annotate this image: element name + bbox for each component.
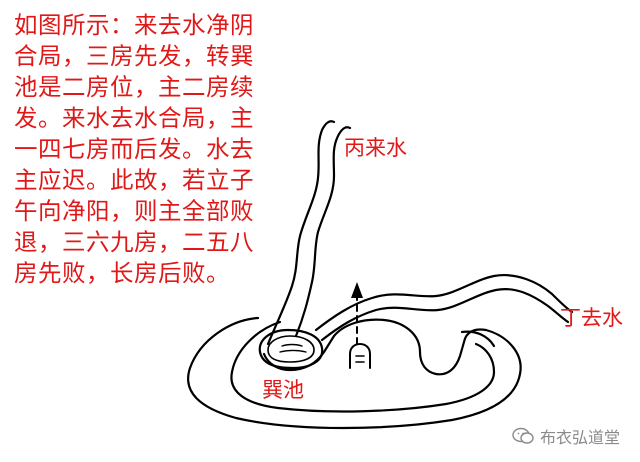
description-line: 午向净阳，则主全部败: [14, 197, 254, 225]
pool-ripple: [279, 349, 307, 353]
outgoing-stream-lower: [320, 288, 570, 342]
pool-outline: [258, 328, 324, 370]
watermark: 布衣弘道堂: [512, 424, 620, 448]
pool-ripple: [281, 343, 303, 347]
incoming-water-label: 丙来水: [344, 136, 407, 160]
right-hook: [460, 330, 496, 348]
pool-label: 巽池: [262, 378, 304, 402]
watermark-text: 布衣弘道堂: [539, 428, 620, 447]
house-marker: [349, 343, 371, 369]
description-text: 如图所示：来去水净阴 合局，三房先发，转巽 池是二房位，主二房续 发。来水去水合…: [14, 10, 314, 289]
description-line: 合局，三房先发，转巽: [14, 42, 254, 70]
incoming-stream-left: [266, 120, 336, 346]
inner-mountain-outline: [230, 320, 496, 413]
description-line: 退，三六九房，二五八: [14, 228, 254, 256]
description-line: 主应迟。此故，若立子: [14, 166, 254, 194]
pool-inner: [267, 335, 315, 363]
outer-mountain-outline: [187, 316, 522, 430]
description-line: 如图所示：来去水净阴: [14, 11, 254, 39]
description-line: 一四七房而后发。水去: [14, 135, 254, 163]
wechat-icon: [512, 427, 534, 444]
house-marker-glyph: [355, 355, 365, 363]
facing-arrowhead: [351, 282, 363, 298]
incoming-stream-right: [294, 126, 352, 338]
outgoing-stream-upper: [314, 274, 574, 332]
outgoing-water-label: 丁去水: [560, 306, 623, 330]
description-line: 房先败，长房后败。: [14, 259, 230, 287]
description-line: 池是二房位，主二房续: [14, 73, 254, 101]
description-line: 发。来水去水合局，主: [14, 104, 254, 132]
